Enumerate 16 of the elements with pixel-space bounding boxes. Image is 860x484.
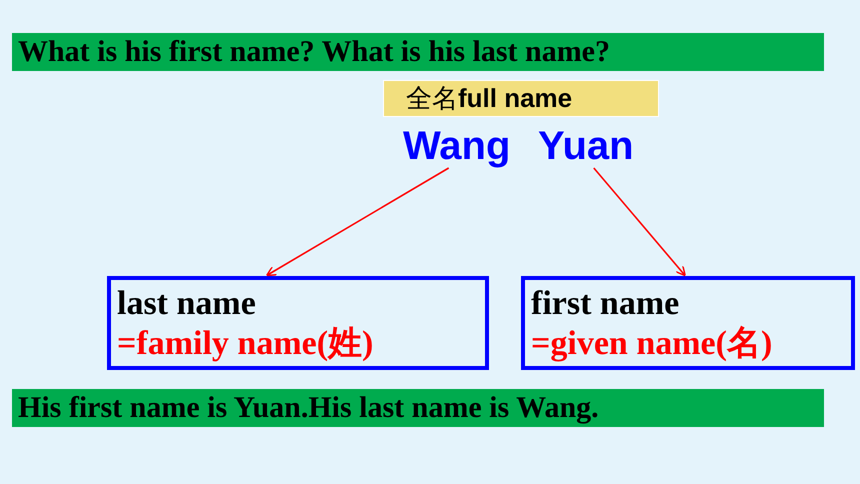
- term-text: last name: [117, 284, 256, 324]
- name-word: Wang: [403, 124, 510, 168]
- answer-text: His first name is Yuan.His last name is Wang.: [18, 391, 599, 424]
- label-text: 全名full name: [406, 83, 572, 113]
- arrow: [266, 167, 450, 276]
- term-text: first name: [531, 284, 680, 324]
- label-box: [383, 80, 659, 117]
- banner: [12, 33, 824, 71]
- banner: [12, 389, 824, 427]
- definition-text: =given name(名): [531, 324, 772, 364]
- question-text: What is his first name? What is his last name?: [18, 35, 610, 68]
- term-box: [107, 276, 489, 370]
- name-word: Yuan: [538, 124, 634, 168]
- definition-text: =family name(姓): [117, 324, 374, 364]
- arrow: [593, 167, 686, 276]
- term-box: [521, 276, 855, 370]
